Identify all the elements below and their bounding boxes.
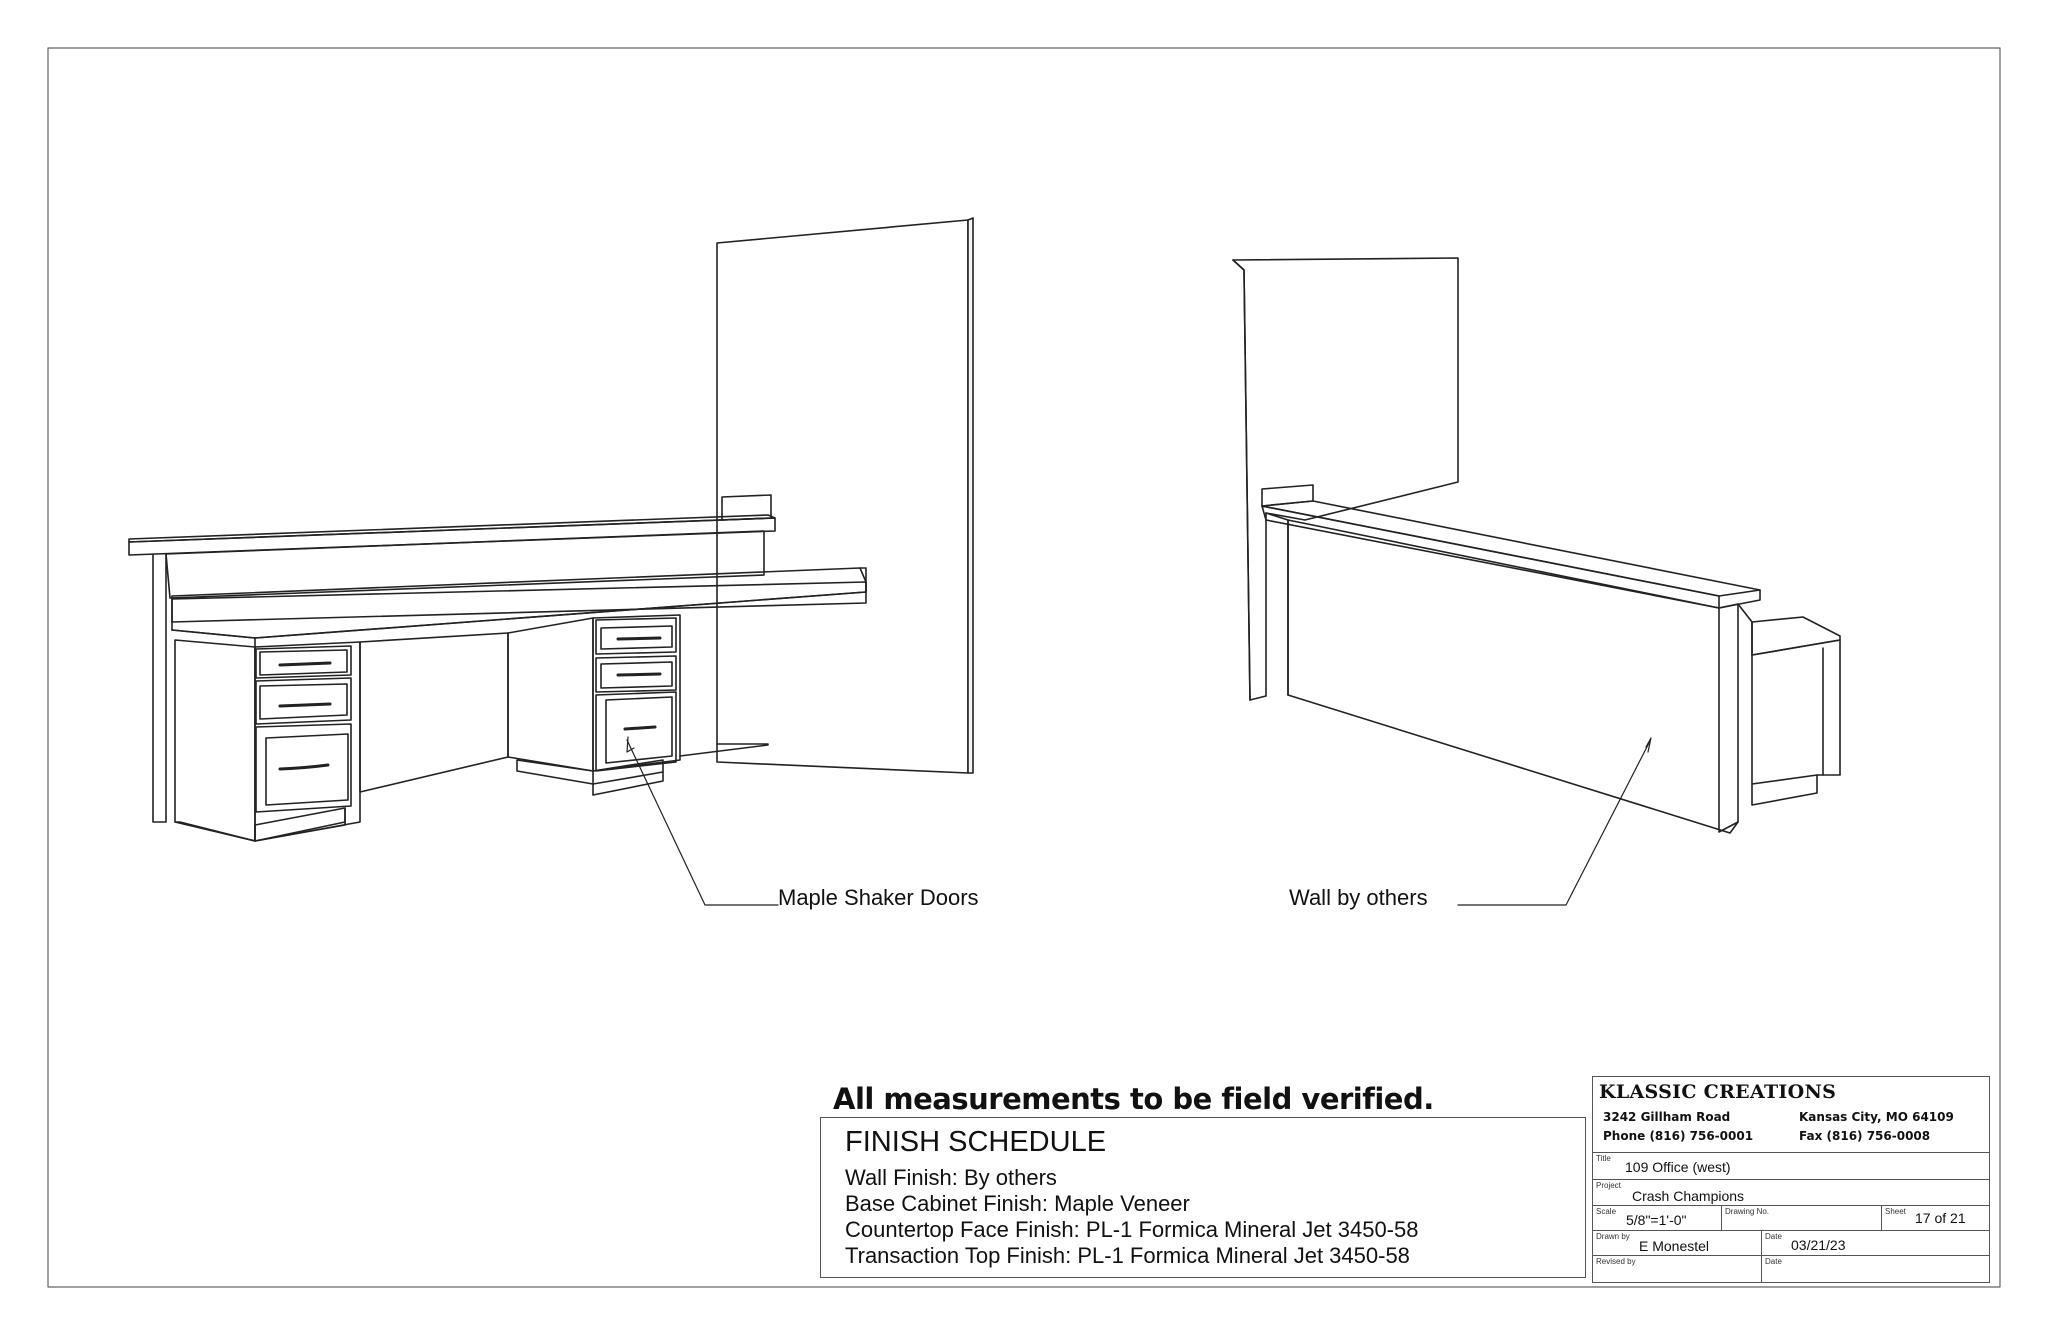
project-value: Crash Champions bbox=[1632, 1188, 1745, 1204]
date-label: Date bbox=[1765, 1232, 1782, 1241]
sheet-border bbox=[47, 47, 2001, 1288]
company-city: Kansas City, MO 64109 bbox=[1799, 1110, 1954, 1124]
revised-by-label: Revised by bbox=[1596, 1257, 1636, 1266]
company-phone: Phone (816) 756-0001 bbox=[1603, 1129, 1754, 1143]
revised-date-label: Date bbox=[1765, 1257, 1782, 1266]
date-value: 03/21/23 bbox=[1791, 1237, 1846, 1253]
right-pedestal-drawers bbox=[595, 617, 677, 772]
drawn-by-value: E Monestel bbox=[1639, 1238, 1710, 1254]
company-name: KLASSIC CREATIONS bbox=[1599, 1081, 1837, 1103]
right-pedestal bbox=[507, 617, 594, 772]
leader-wall-by-others bbox=[1457, 740, 1651, 906]
drawing-no-label: Drawing No. bbox=[1725, 1207, 1770, 1216]
title-label: Title bbox=[1596, 1154, 1611, 1163]
leader-maple-doors bbox=[626, 739, 779, 906]
finish-line: Transaction Top Finish: PL-1 Formica Min… bbox=[845, 1243, 1410, 1268]
sheet-label: Sheet bbox=[1885, 1207, 1906, 1216]
callout-wall-by-others: Wall by others bbox=[1289, 885, 1428, 910]
right-wall-panel bbox=[1232, 257, 1459, 701]
drawn-by-label: Drawn by bbox=[1596, 1232, 1630, 1241]
finish-line: Wall Finish: By others bbox=[845, 1165, 1057, 1190]
left-pedestal bbox=[174, 639, 256, 842]
callout-maple-shaker-doors: Maple Shaker Doors bbox=[778, 885, 979, 910]
company-fax: Fax (816) 756-0008 bbox=[1799, 1129, 1931, 1143]
title-value: 109 Office (west) bbox=[1625, 1159, 1731, 1175]
finish-line: Base Cabinet Finish: Maple Veneer bbox=[845, 1191, 1190, 1216]
company-address: 3242 Gillham Road bbox=[1603, 1110, 1731, 1124]
sheet-value: 17 of 21 bbox=[1915, 1210, 1966, 1226]
title-block: KLASSIC CREATIONS 3242 Gillham Road Kans… bbox=[1592, 1076, 1990, 1283]
finish-schedule: FINISH SCHEDULE Wall Finish: By others B… bbox=[820, 1117, 1586, 1278]
left-desk-view bbox=[128, 217, 974, 906]
finish-schedule-heading: FINISH SCHEDULE bbox=[845, 1126, 1107, 1158]
finish-line: Countertop Face Finish: PL-1 Formica Min… bbox=[845, 1217, 1419, 1242]
scale-value: 5/8"=1'-0" bbox=[1626, 1212, 1687, 1228]
left-pedestal-drawers bbox=[255, 645, 352, 813]
project-label: Project bbox=[1596, 1181, 1621, 1190]
left-wall-panel bbox=[716, 219, 969, 774]
scale-label: Scale bbox=[1596, 1207, 1617, 1216]
field-verify-note: All measurements to be field verified. bbox=[833, 1082, 1434, 1116]
right-counter-view bbox=[1232, 257, 1841, 906]
